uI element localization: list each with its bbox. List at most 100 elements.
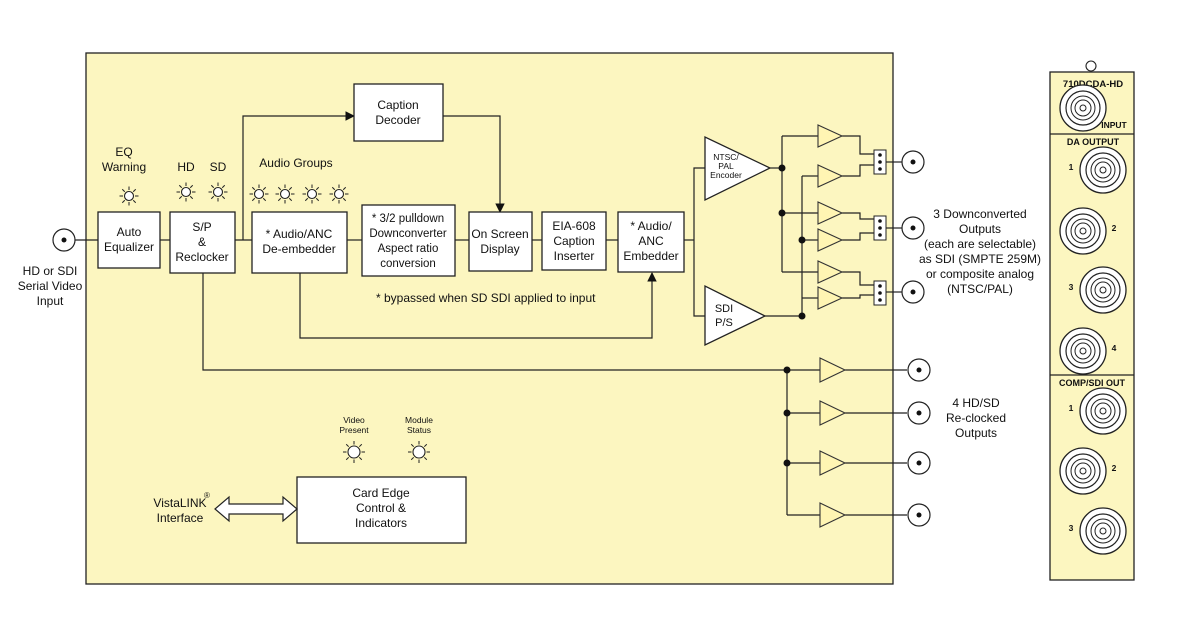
svg-text:VistaLINK: VistaLINK [153, 496, 206, 510]
svg-text:Present: Present [339, 425, 369, 435]
svg-text:Outputs: Outputs [955, 426, 997, 440]
svg-text:Re-clocked: Re-clocked [946, 411, 1006, 425]
svg-text:* 3/2 pulldown: * 3/2 pulldown [372, 213, 444, 225]
svg-text:®: ® [204, 491, 210, 500]
svg-text:Display: Display [480, 242, 519, 256]
block-ntsc-pal-encoder: NTSC/ PAL Encoder [704, 135, 772, 202]
reclocked-output-bnc-icon-3 [907, 451, 931, 475]
svg-text:Card Edge: Card Edge [352, 486, 410, 500]
block-caption-decoder: Caption Decoder [353, 83, 444, 142]
svg-text:&: & [198, 235, 206, 249]
hd-led-icon [176, 182, 196, 202]
svg-text:HD or SDI: HD or SDI [23, 264, 78, 278]
block-reclocker: S/P & Reclocker [169, 211, 236, 274]
svg-text:Caption: Caption [377, 98, 418, 112]
svg-text:Status: Status [407, 425, 431, 435]
input-bnc-icon [52, 228, 76, 252]
led-indicators [119, 182, 430, 463]
panel-da-output-bnc-icon-3 [1079, 266, 1127, 314]
svg-text:SDI: SDI [715, 303, 733, 315]
svg-text:S/P: S/P [192, 220, 211, 234]
svg-text:4: 4 [1112, 343, 1117, 353]
svg-text:P/S: P/S [715, 317, 733, 329]
svg-text:2: 2 [1112, 223, 1117, 233]
svg-text:Control &: Control & [356, 501, 406, 515]
svg-text:conversion: conversion [380, 258, 436, 270]
hd-label: HD [177, 160, 195, 174]
reclocked-output-bnc-icon-1 [907, 358, 931, 382]
svg-text:PAL: PAL [718, 161, 734, 171]
svg-text:or composite analog: or composite analog [926, 267, 1034, 281]
card-panel [85, 52, 894, 585]
eq-warning-label: EQ Warning [102, 145, 146, 174]
block-auto-equalizer: Auto Equalizer [97, 211, 161, 269]
svg-text:(each are selectable): (each are selectable) [924, 237, 1036, 251]
svg-text:3: 3 [1069, 523, 1074, 533]
svg-text:Equalizer: Equalizer [104, 240, 154, 254]
svg-text:NTSC/: NTSC/ [713, 152, 739, 162]
svg-text:Aspect ratio: Aspect ratio [378, 243, 439, 255]
audio-group-led-icon-2 [275, 184, 295, 204]
rear-panel-connectors [1059, 84, 1127, 555]
svg-text:Serial Video: Serial Video [18, 279, 83, 293]
svg-text:710DCDA-HD: 710DCDA-HD [1063, 79, 1123, 90]
dc-output-bnc-icon-1 [901, 150, 925, 174]
signal-wires [74, 111, 907, 516]
svg-text:Downconverter: Downconverter [369, 228, 447, 240]
svg-text:1: 1 [1069, 403, 1074, 413]
svg-text:Auto: Auto [117, 225, 142, 239]
panel-da-output-bnc-icon-4 [1059, 327, 1107, 375]
eq-warning-led-icon [119, 186, 139, 206]
panel-input-bnc-icon [1059, 84, 1107, 132]
reclocked-output-bnc-icon-4 [907, 503, 931, 527]
svg-text:3 Downconverted: 3 Downconverted [933, 207, 1026, 221]
svg-text:On Screen: On Screen [471, 227, 528, 241]
svg-text:Reclocker: Reclocker [175, 250, 228, 264]
bnc-connectors [52, 150, 931, 527]
svg-text:EQ: EQ [115, 145, 132, 159]
svg-text:(NTSC/PAL): (NTSC/PAL) [947, 282, 1013, 296]
svg-text:Interface: Interface [157, 511, 204, 525]
dc-output-bnc-icon-2 [901, 216, 925, 240]
block-embedder: * Audio/ ANC Embedder [617, 211, 685, 273]
block-card-edge-control: Card Edge Control & Indicators [296, 476, 467, 544]
panel-da-output-bnc-icon-1 [1079, 146, 1127, 194]
svg-text:Caption: Caption [553, 234, 594, 248]
panel-comp-out-bnc-icon-1 [1079, 387, 1127, 435]
svg-text:INPUT: INPUT [1101, 120, 1127, 130]
dc-output-bnc-icon-3 [901, 280, 925, 304]
panel-da-output-bnc-icon-2 [1059, 207, 1107, 255]
block-eia608: EIA-608 Caption Inserter [541, 211, 607, 271]
svg-text:as SDI (SMPTE 259M): as SDI (SMPTE 259M) [919, 252, 1041, 266]
reclocked-output-bnc-icon-2 [907, 401, 931, 425]
svg-text:3: 3 [1069, 282, 1074, 292]
svg-text:1: 1 [1069, 162, 1074, 172]
panel-comp-out-bnc-icon-3 [1079, 507, 1127, 555]
audio-groups-label: Audio Groups [259, 156, 332, 170]
svg-text:Module: Module [405, 415, 433, 425]
block-downconverter: * 3/2 pulldown Downconverter Aspect rati… [361, 204, 456, 277]
svg-text:DA OUTPUT: DA OUTPUT [1067, 137, 1120, 147]
svg-text:ANC: ANC [638, 234, 664, 248]
svg-text:Video: Video [343, 415, 365, 425]
audio-group-led-icon-1 [249, 184, 269, 204]
video-present-led-icon [343, 441, 365, 463]
footnote: * bypassed when SD SDI applied to input [376, 291, 596, 305]
svg-text:4 HD/SD: 4 HD/SD [952, 396, 1000, 410]
panel-comp-out-bnc-icon-2 [1059, 447, 1107, 495]
svg-text:Warning: Warning [102, 160, 146, 174]
video-present-label: Video Present [339, 415, 369, 435]
rear-panel: 710DCDA-HD INPUT DA OUTPUT COMP/SDI OUT … [1049, 60, 1135, 581]
output-selector-switches [873, 149, 887, 306]
reclocked-amplifiers [819, 357, 847, 528]
downconverted-outputs-label: 3 Downconverted Outputs (each are select… [919, 207, 1041, 296]
block-sdi-ps: SDI P/S [704, 284, 767, 347]
svg-text:Decoder: Decoder [375, 113, 420, 127]
vistalink-double-arrow [214, 495, 298, 523]
svg-text:Embedder: Embedder [623, 249, 678, 263]
svg-text:* Audio/ANC: * Audio/ANC [266, 227, 333, 241]
reclocked-outputs-label: 4 HD/SD Re-clocked Outputs [946, 396, 1006, 440]
svg-text:Input: Input [37, 294, 64, 308]
svg-text:Inserter: Inserter [554, 249, 595, 263]
